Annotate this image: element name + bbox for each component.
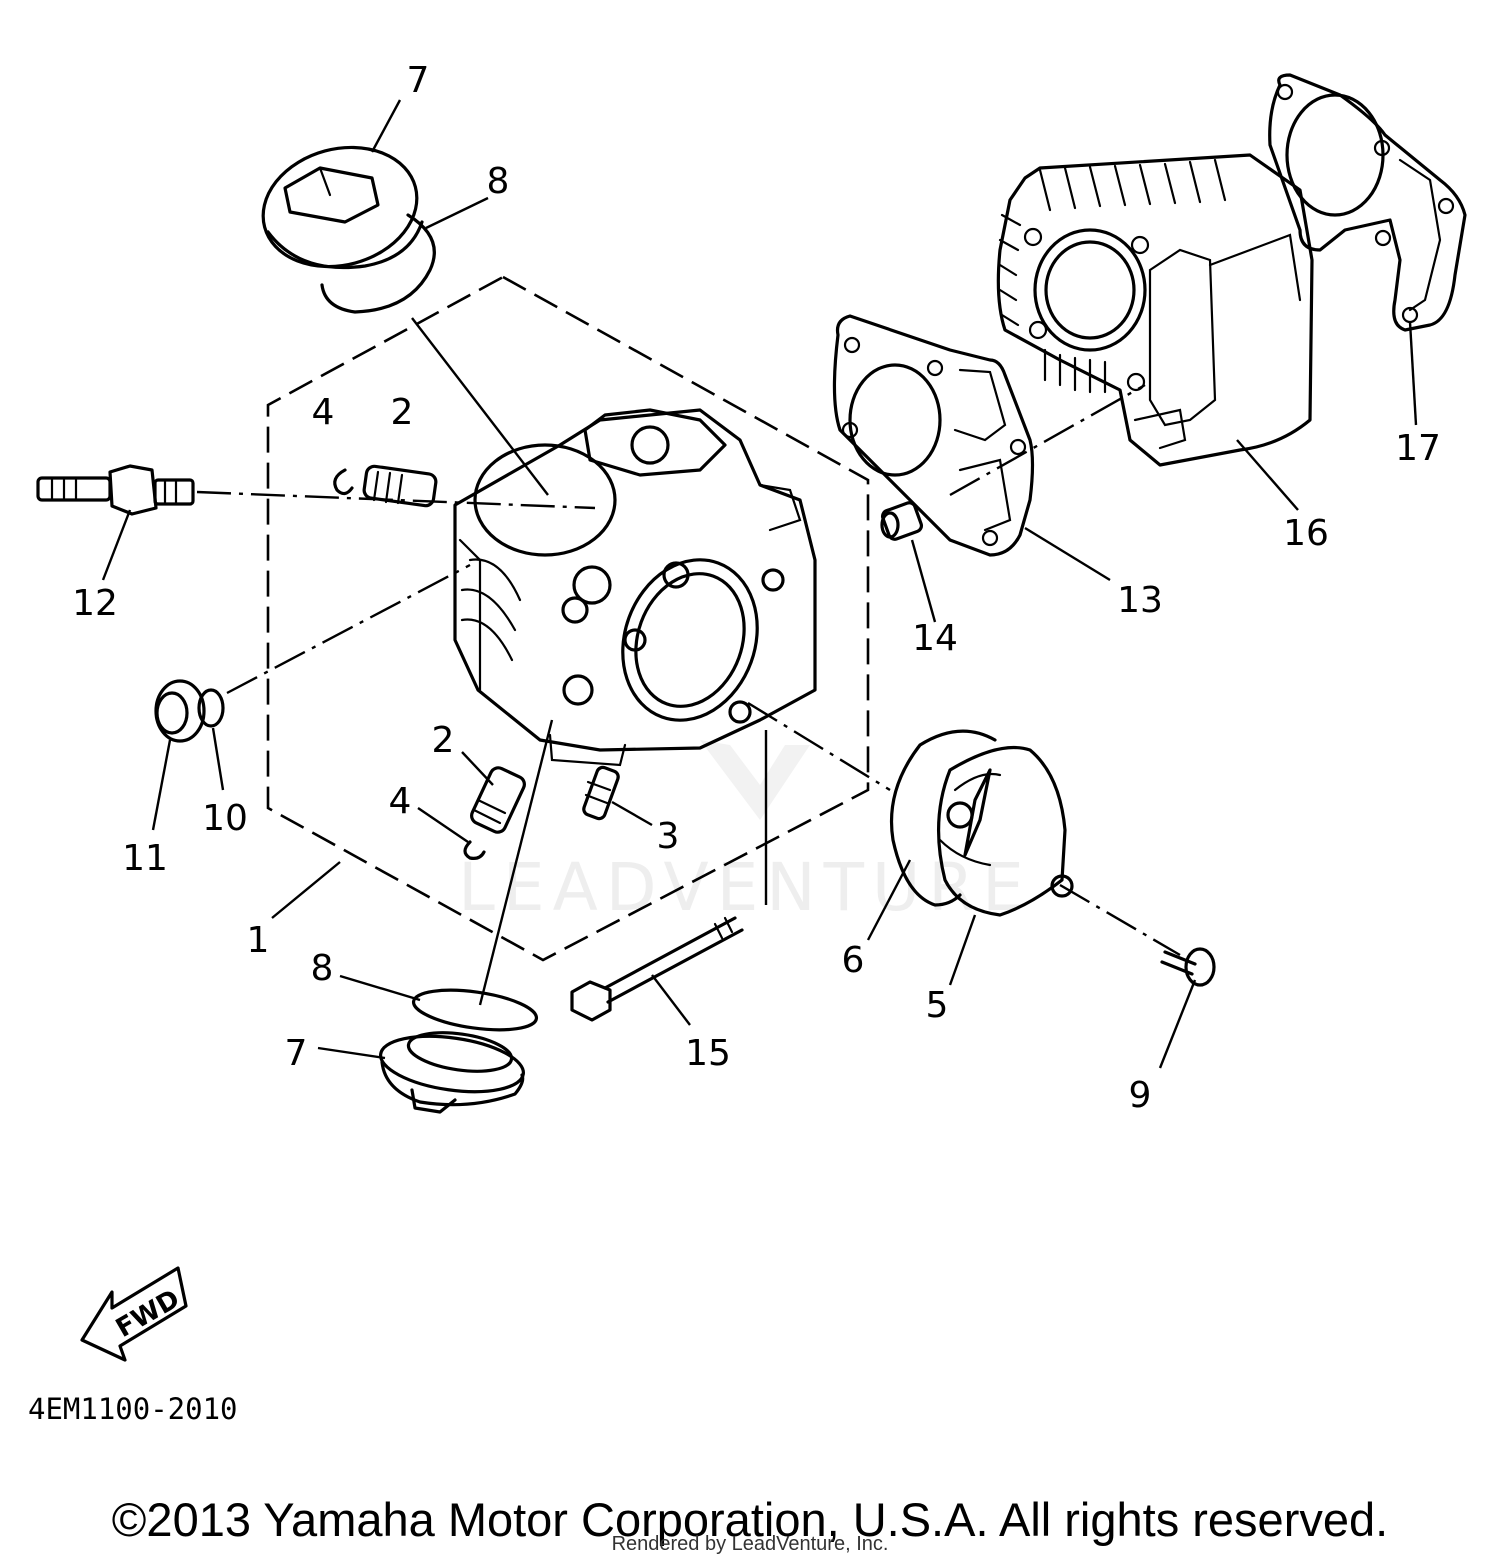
copyright-notice: ©2013 Yamaha Motor Corporation, U.S.A. A… (111, 1493, 1389, 1546)
callout-5: 5 (926, 985, 949, 1026)
o-ring-bottom (411, 988, 539, 1032)
callout-15: 15 (685, 1033, 731, 1074)
dowel-pin (880, 501, 924, 541)
cylinder-head-assembly-boundary (266, 275, 870, 962)
callout-6: 6 (842, 940, 865, 981)
head-gasket (832, 314, 1035, 557)
callout-8-bottom: 8 (311, 948, 334, 989)
callout-17: 17 (1395, 428, 1441, 469)
screw (1160, 947, 1216, 987)
clip-upper (333, 468, 354, 496)
callout-9: 9 (1129, 1075, 1152, 1116)
callout-2-upper: 2 (391, 392, 414, 433)
callout-7-top: 7 (407, 60, 430, 101)
o-ring-top (320, 213, 436, 314)
callout-13: 13 (1117, 580, 1163, 621)
callout-4-lower: 4 (389, 781, 412, 822)
clip-lower (463, 840, 486, 860)
long-bolt (570, 916, 744, 1022)
callout-labels: 7 8 4 2 12 10 11 2 4 3 1 8 7 15 6 5 9 14… (72, 60, 1441, 1116)
callout-11: 11 (122, 838, 168, 879)
valve-guide-upper (362, 464, 438, 508)
callout-2-lower: 2 (432, 720, 455, 761)
oil-plug-bottom (379, 1031, 525, 1114)
cover-gasket (889, 729, 997, 907)
leader-lines (101, 99, 1418, 1069)
valve-guide-lower (470, 766, 526, 834)
washer (197, 688, 225, 728)
base-gasket (1268, 73, 1467, 332)
callout-12: 12 (72, 583, 118, 624)
side-cover (936, 745, 1074, 917)
leadventure-watermark: LEADVENTURE (458, 740, 1032, 926)
callout-14: 14 (912, 618, 958, 659)
oil-plug-top (261, 145, 424, 270)
callout-1: 1 (247, 920, 270, 961)
callout-4-upper: 4 (312, 392, 335, 433)
rendered-by-notice: Rendered by LeadVenture, Inc. (611, 1533, 889, 1555)
cylinder-head (453, 408, 817, 767)
callout-10: 10 (202, 798, 248, 839)
callout-7-bottom: 7 (285, 1033, 308, 1074)
fwd-label: FWD (111, 1284, 185, 1344)
callout-16: 16 (1283, 513, 1329, 554)
spark-plug (36, 464, 195, 516)
fwd-arrow: FWD (80, 1266, 188, 1362)
diagram-code: 4EM1100-2010 (28, 1392, 238, 1426)
cylinder (996, 153, 1314, 467)
callout-8-top: 8 (487, 161, 510, 202)
watermark-text: LEADVENTURE (458, 849, 1032, 926)
callout-3: 3 (657, 816, 680, 857)
dowel-stud (582, 765, 620, 821)
plug-bolt (154, 679, 206, 743)
